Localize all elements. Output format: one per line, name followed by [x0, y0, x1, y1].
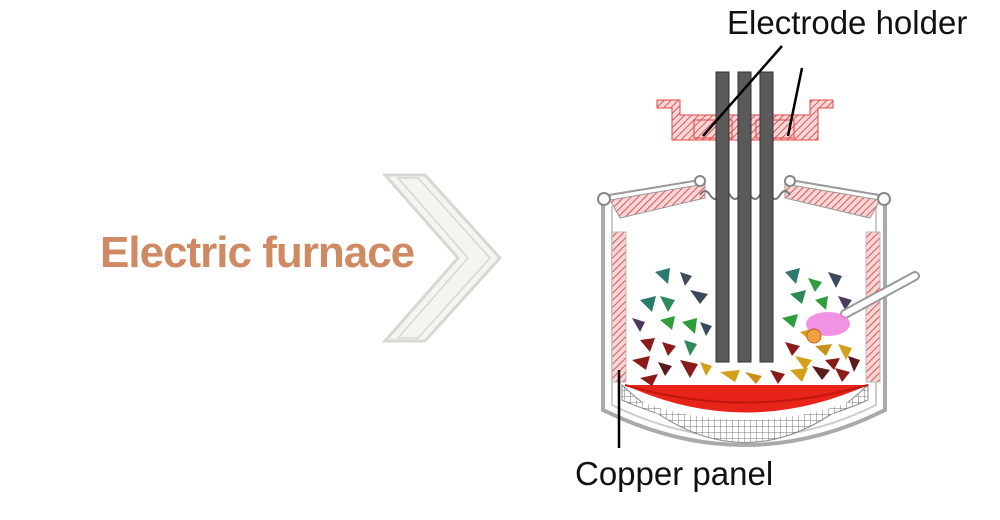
- copper-panel-label: Copper panel: [575, 455, 774, 492]
- oxygen-lance: [806, 271, 920, 344]
- page-title: Electric furnace: [100, 228, 415, 277]
- copper-panel-left: [611, 231, 627, 383]
- electrode-holder-label: Electrode holder: [727, 4, 968, 41]
- scrap-pieces: [632, 268, 860, 386]
- chevron-right-icon: [381, 173, 503, 343]
- molten-steel: [625, 385, 868, 413]
- leader-lines: [617, 45, 804, 448]
- electrodes: [715, 71, 774, 363]
- furnace-body: [597, 71, 920, 447]
